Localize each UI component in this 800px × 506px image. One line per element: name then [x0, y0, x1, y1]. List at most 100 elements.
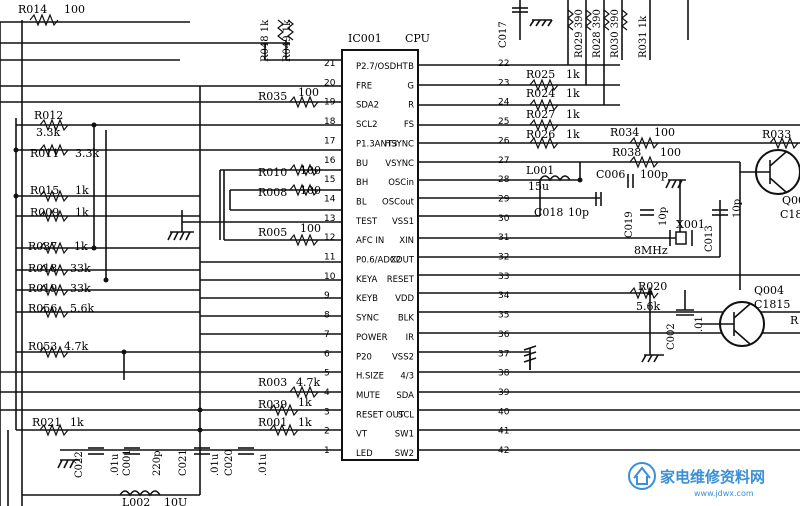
left-pin-number: 3	[324, 407, 330, 417]
right-pin-number: 36	[498, 330, 510, 340]
label-r001: R001	[258, 416, 287, 429]
label-r028: R028 390	[592, 9, 603, 58]
left-pin-name: P0.6/ADC2	[356, 256, 401, 266]
left-pin-name: SYNC	[356, 314, 379, 324]
left-pin-name: P1.3ANT3	[356, 139, 397, 149]
label-r020: R020	[638, 280, 667, 293]
left-pin-name: KEYA	[356, 275, 377, 285]
right-pin-name: VSS2	[392, 352, 414, 362]
label-r026: R026	[526, 128, 555, 141]
left-pin-name: LED	[356, 449, 373, 459]
label-l001-value: 15u	[528, 180, 549, 193]
right-pin-name: XOUT	[391, 256, 415, 266]
left-pin-number: 13	[324, 214, 335, 224]
left-pin-number: 10	[324, 272, 336, 282]
transistor-q004	[700, 301, 765, 347]
left-pin-name: BL	[356, 197, 367, 207]
watermark-url: www.jdwx.com	[694, 489, 754, 498]
left-pin-name: MUTE	[356, 391, 380, 401]
left-pin-name: SCL2	[356, 120, 377, 130]
label-r003-value: 4.7k	[296, 376, 320, 389]
right-pin-number: 26	[498, 136, 510, 146]
watermark-logo	[628, 462, 656, 490]
label-r053: R053	[28, 340, 57, 353]
label-c1815: C1815	[754, 298, 790, 311]
label-r056-value: 5.6k	[70, 302, 94, 315]
label-r010-value: 100	[300, 164, 321, 177]
label-r039-value: 1k	[298, 396, 312, 409]
label-c019-value: 10p	[658, 207, 669, 226]
label-r018-value: 33k	[70, 262, 91, 275]
label-r019: R019	[28, 282, 57, 295]
left-pin-name: P20	[356, 352, 372, 362]
label-r048: R048 1k	[260, 19, 271, 62]
label-r005: R005	[258, 226, 287, 239]
label-c018-value: 10p	[568, 206, 589, 219]
left-pin-number: 11	[324, 253, 335, 263]
right-pin-number: 37	[498, 349, 509, 359]
right-pin-number: 33	[498, 272, 509, 282]
left-pin-number: 5	[324, 369, 330, 379]
left-pin-number: 9	[324, 291, 330, 301]
label-l002-value: 10U	[164, 496, 187, 506]
label-c002-value: .01	[694, 316, 705, 332]
left-pin-name: POWER	[356, 333, 388, 343]
label-c017: C017	[498, 21, 509, 48]
right-pin-name: XIN	[399, 236, 414, 246]
label-r011: R011	[30, 147, 59, 160]
left-pin-name: P2.7/OSDHT	[356, 62, 409, 72]
label-r027-value: 1k	[566, 108, 580, 121]
left-pin-name: SDA2	[356, 101, 379, 111]
label-r010: R010	[258, 166, 287, 179]
left-pin-name: FRE	[356, 81, 372, 91]
label-r034: R034	[610, 126, 639, 139]
right-pin-name: SW2	[395, 449, 414, 459]
label-c013-value: 10p	[732, 199, 743, 218]
label-c006: C006	[596, 168, 625, 181]
label-r039: R039	[258, 398, 287, 411]
left-pin-number: 1	[324, 446, 330, 456]
label-r038-value: 100	[660, 146, 681, 159]
label-r035: R035	[258, 90, 287, 103]
label-c021: C021	[178, 449, 189, 476]
label-r034-value: 100	[654, 126, 675, 139]
left-pin-number: 21	[324, 59, 335, 69]
left-pin-name: VT	[356, 430, 368, 440]
right-pin-name: IR	[406, 333, 415, 343]
right-pin-name: G	[407, 81, 414, 91]
left-pin-number: 19	[324, 98, 336, 108]
label-r019-value: 33k	[70, 282, 91, 295]
right-pin-number: 28	[498, 175, 510, 185]
right-pin-number: 22	[498, 59, 509, 69]
label-r021-value: 1k	[70, 416, 84, 429]
label-c002: C002	[666, 323, 677, 350]
right-pin-number: 25	[498, 117, 509, 127]
label-r021: R021	[32, 416, 61, 429]
left-pin-number: 4	[324, 388, 330, 398]
label-r008: R008	[258, 186, 287, 199]
right-pin-number: 34	[498, 291, 510, 301]
label-l001: L001	[526, 164, 554, 177]
right-pin-number: 29	[498, 194, 510, 204]
label-r053-value: 4.7k	[64, 340, 88, 353]
right-pin-name: HSYNC	[385, 139, 414, 149]
label-r035-value: 100	[298, 86, 319, 99]
label-r049: R049 1k	[282, 19, 293, 62]
label-r033: R033	[762, 128, 791, 141]
label-r031: R031 1k	[638, 15, 649, 58]
right-pin-number: 32	[498, 253, 509, 263]
left-pin-number: 7	[324, 330, 330, 340]
right-pin-name: B	[408, 62, 414, 72]
right-pin-name: BLK	[398, 314, 415, 324]
left-pin-name: TEST	[355, 217, 378, 227]
label-r001-value: 1k	[298, 416, 312, 429]
label-r012-value: 3.3k	[36, 126, 60, 139]
label-r009-value: 1k	[75, 206, 89, 219]
label-c020: C020	[224, 449, 235, 476]
label-c021-value: .01u	[210, 453, 221, 476]
right-pin-name: SDA	[396, 391, 414, 401]
